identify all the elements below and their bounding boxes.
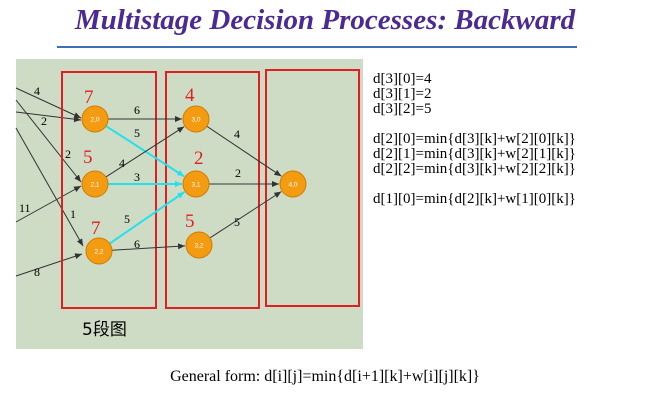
edge-weight: 5 <box>124 212 130 226</box>
node-3-0 <box>182 105 210 133</box>
edge-weight: 6 <box>134 103 140 117</box>
node-label: 4,0 <box>288 182 297 189</box>
node-label: 3,0 <box>191 117 200 124</box>
edge-weight: 4 <box>234 127 240 141</box>
incoming-edge <box>15 185 82 223</box>
node-layer: 2,0 2,1 2,2 3,0 3,1 3,2 4,0 7 5 7 4 2 5 <box>81 85 307 265</box>
incoming-edge <box>15 87 82 119</box>
edge-weight: 5 <box>234 215 240 229</box>
general-form: General form: d[i][j]=min{d[i+1][k]+w[i]… <box>170 368 480 385</box>
node-3-1 <box>182 170 210 198</box>
formula-line: d[3][1]=2 <box>373 86 432 102</box>
incoming-edge <box>15 253 83 277</box>
distance-label: 5 <box>185 211 195 232</box>
node-label: 2,0 <box>90 117 99 124</box>
edge-3-2-to-4-0 <box>209 191 282 239</box>
edge-weight: 2 <box>235 166 241 180</box>
stage-box-4 <box>265 69 360 307</box>
slide-title: Multistage Decision Processes: Backward <box>74 4 576 36</box>
formula-line: d[3][0]=4 <box>373 71 432 87</box>
formula-spacer <box>373 117 576 132</box>
edge-weight: 6 <box>134 237 140 251</box>
edge-2-2-to-3-1 <box>109 191 186 245</box>
node-label: 3,1 <box>191 182 200 189</box>
edge-2-1-to-3-0 <box>105 126 185 178</box>
incoming-weight: 8 <box>34 265 40 279</box>
distance-label: 7 <box>91 218 101 239</box>
distance-label: 4 <box>185 85 195 106</box>
formula-line: d[2][0]=min{d[3][k]+w[2][0][k]} <box>373 131 576 147</box>
stage-box-2 <box>61 71 157 309</box>
node-label: 3,2 <box>194 243 203 250</box>
node-4-0 <box>279 170 307 198</box>
stage-box-3 <box>165 71 260 309</box>
distance-label: 5 <box>83 147 93 168</box>
edge-weight: 3 <box>134 170 140 184</box>
edge-3-0-to-4-0 <box>206 125 282 177</box>
formula-line: d[1][0]=min{d[2][k]+w[1][0][k]} <box>373 191 576 207</box>
node-label: 2,2 <box>94 249 103 256</box>
edge-2-2-to-3-2 <box>111 243 186 251</box>
formula-line: d[2][1]=min{d[3][k]+w[2][1][k]} <box>373 146 576 162</box>
formula-line: d[3][2]=5 <box>373 101 432 117</box>
node-2-0 <box>81 105 109 133</box>
edge-weight: 5 <box>134 126 140 140</box>
formula-line: d[2][2]=min{d[3][k]+w[2][2][k]} <box>373 161 576 177</box>
incoming-weight: 2 <box>65 147 71 161</box>
incoming-weight: 11 <box>19 201 31 215</box>
title-underline <box>57 46 577 48</box>
node-2-1 <box>81 170 109 198</box>
edge-weight: 4 <box>119 156 125 170</box>
incoming-weight: 2 <box>41 114 47 128</box>
node-3-2 <box>185 231 213 259</box>
distance-label: 7 <box>84 87 94 108</box>
incoming-weights: 4 2 2 11 1 8 <box>19 84 76 279</box>
distance-label: 2 <box>194 148 204 169</box>
incoming-edge <box>15 99 82 183</box>
formula-spacer <box>373 177 576 192</box>
incoming-edges <box>15 87 84 277</box>
node-label: 2,1 <box>90 182 99 189</box>
incoming-edge <box>15 127 84 247</box>
node-2-2 <box>85 237 113 265</box>
figure-caption: 5段图 <box>82 320 127 340</box>
incoming-weight: 4 <box>34 84 40 98</box>
incoming-weight: 1 <box>70 207 76 221</box>
